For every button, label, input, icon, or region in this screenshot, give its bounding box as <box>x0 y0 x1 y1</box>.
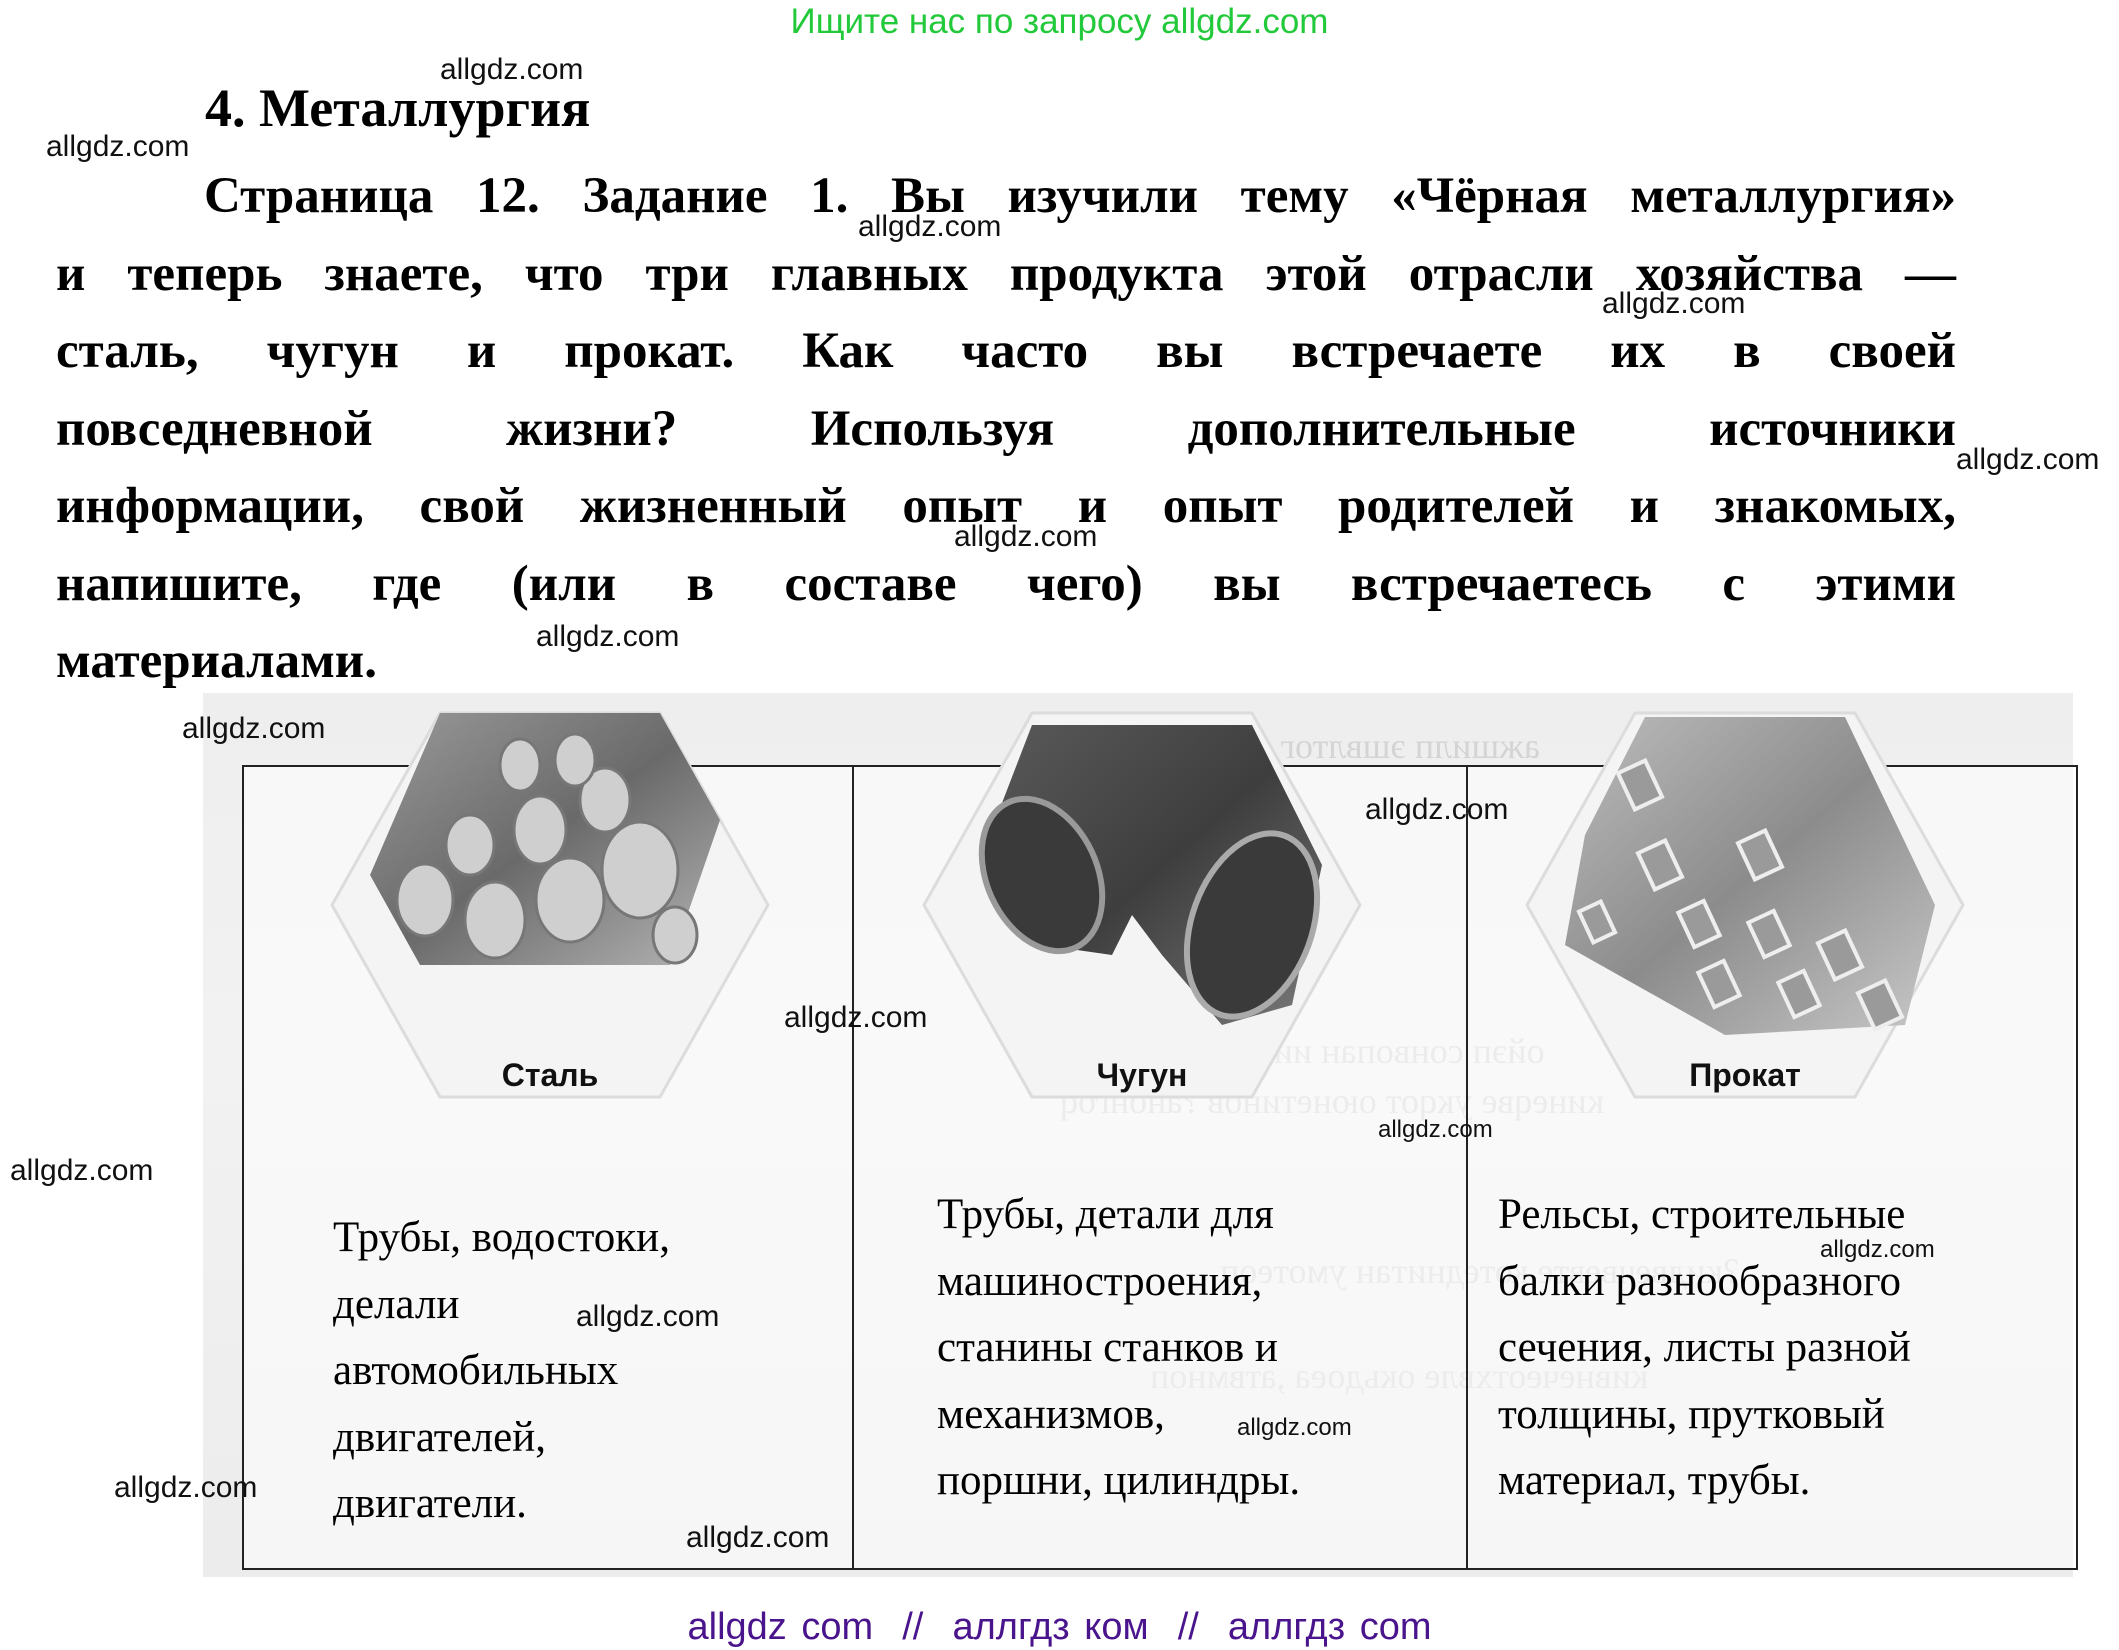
watermark: allgdz.com <box>114 1471 258 1504</box>
answer-line: Трубы, водостоки, <box>333 1214 670 1261</box>
task-line-6: напишите, где (или в составе чего) вы вс… <box>56 555 1956 612</box>
watermark: allgdz.com <box>576 1300 720 1333</box>
watermark: allgdz.com <box>1820 1236 1935 1263</box>
steel-image: Сталь <box>330 705 770 1105</box>
answer-line: материал, трубы. <box>1498 1457 1811 1504</box>
task-line-3: сталь, чугун и прокат. Как часто вы встр… <box>56 323 1956 379</box>
answer-line: машиностроения, <box>937 1257 1263 1305</box>
answer-line: толщины, прутковый <box>1498 1390 1885 1438</box>
answer-line: автомобильных <box>333 1347 619 1394</box>
task-line-4: повседневной жизни? Используя дополнител… <box>56 400 1956 457</box>
cast-iron-image: Чугун <box>922 705 1362 1105</box>
watermark: allgdz.com <box>858 210 1002 243</box>
column-divider <box>1466 765 1468 1570</box>
task-line-5: информации, свой жизненный опыт и опыт р… <box>56 478 1956 534</box>
watermark: allgdz.com <box>686 1521 830 1554</box>
answer-line: поршни, цилиндры. <box>937 1457 1301 1504</box>
footer-links: allgdz com // аллгдз ком // аллгдз com <box>687 1606 1432 1648</box>
watermark: allgdz.com <box>1378 1116 1493 1143</box>
watermark: allgdz.com <box>1365 793 1509 826</box>
answer-line: двигателей, <box>333 1413 546 1461</box>
task-text: Страница 12. Задание 1. Вы изучили тему … <box>56 158 1956 701</box>
cast-iron-label: Чугун <box>1096 1057 1188 1093</box>
column-divider <box>852 765 854 1570</box>
answer-line: Трубы, детали для <box>937 1191 1274 1238</box>
watermark: allgdz.com <box>1602 287 1746 320</box>
watermark: allgdz.com <box>1956 443 2100 476</box>
answer-line: делали <box>333 1280 460 1328</box>
watermark: allgdz.com <box>46 130 190 163</box>
answer-line: станины станков и <box>937 1324 1278 1371</box>
rolled-tubes-icon <box>1525 711 1965 1099</box>
task-line-2: и теперь знаете, что три главных продукт… <box>56 245 1956 302</box>
watermark: allgdz.com <box>182 712 326 745</box>
task-line-7: материалами. <box>56 633 377 689</box>
rolled-metal-answer: Рельсы, строительные балки разнообразног… <box>1498 1182 1911 1515</box>
watermark: allgdz.com <box>784 1001 928 1034</box>
cast-iron-pipe-icon <box>922 711 1362 1099</box>
watermark: allgdz.com <box>954 520 1098 553</box>
rolled-metal-label: Прокат <box>1689 1057 1801 1093</box>
answer-line: Рельсы, строительные <box>1498 1191 1906 1238</box>
watermark: allgdz.com <box>536 620 680 653</box>
section-heading: 4. Металлургия <box>205 78 591 138</box>
steel-label: Сталь <box>501 1057 599 1093</box>
answer-line: механизмов, <box>937 1390 1165 1438</box>
search-banner: Ищите нас по запросу allgdz.com <box>790 2 1329 41</box>
task-line-1: Страница 12. Задание 1. Вы изучили тему … <box>204 168 1956 224</box>
answer-line: балки разнообразного <box>1498 1257 1902 1305</box>
watermark: allgdz.com <box>10 1154 154 1187</box>
steel-answer: Трубы, водостоки, делали автомобильных д… <box>333 1205 670 1538</box>
answer-line: сечения, листы разной <box>1498 1324 1911 1371</box>
cast-iron-answer: Трубы, детали для машиностроения, станин… <box>937 1182 1300 1515</box>
watermark: allgdz.com <box>1237 1414 1352 1441</box>
rolled-metal-image: Прокат <box>1525 705 1965 1105</box>
answer-line: двигатели. <box>333 1480 527 1527</box>
steel-rebar-icon <box>330 711 770 1099</box>
watermark: allgdz.com <box>440 53 584 86</box>
